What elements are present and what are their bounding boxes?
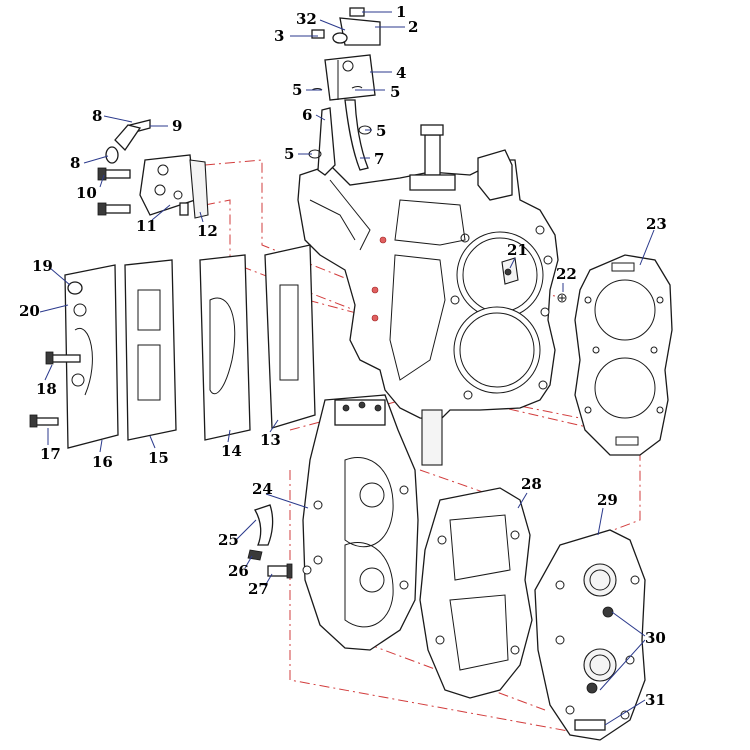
exhaust-cover-stack	[29, 244, 316, 449]
callout-26: 26	[228, 562, 249, 580]
cylinder-block	[297, 124, 559, 466]
leader-lines	[39, 11, 655, 726]
callout-19: 19	[32, 257, 53, 275]
callout-1: 1	[396, 3, 406, 21]
callout-16: 16	[92, 453, 113, 471]
callout-21: 21	[507, 241, 528, 259]
callout-25: 25	[218, 531, 239, 549]
callout-17: 17	[40, 445, 61, 463]
callout-18: 18	[36, 380, 57, 398]
callout-22: 22	[556, 265, 577, 283]
small-parts	[501, 257, 567, 303]
callout-23: 23	[646, 215, 667, 233]
callout-29: 29	[597, 491, 618, 509]
cylinder-head-24	[302, 394, 419, 651]
callout-12: 12	[197, 222, 218, 240]
callout-27: 27	[248, 580, 269, 598]
callout-8-a: 8	[92, 107, 102, 125]
callout-24: 24	[252, 480, 273, 498]
cylinder-head-cover-29	[534, 529, 646, 741]
callout-5-c: 5	[376, 122, 386, 140]
callout-10: 10	[76, 184, 97, 202]
callout-13: 13	[260, 431, 281, 449]
callout-28: 28	[521, 475, 542, 493]
callout-9: 9	[172, 117, 182, 135]
callout-11: 11	[136, 217, 157, 235]
callout-8-b: 8	[70, 154, 80, 172]
callout-15: 15	[148, 449, 169, 467]
callout-7: 7	[374, 150, 384, 168]
callout-32: 32	[296, 10, 317, 28]
callout-4: 4	[396, 64, 406, 82]
callout-30: 30	[645, 629, 666, 647]
callout-31: 31	[645, 691, 666, 709]
callout-2: 2	[408, 18, 418, 36]
gasket-23	[574, 254, 673, 456]
callout-6: 6	[302, 106, 312, 124]
bracket-assembly	[97, 119, 209, 219]
gasket-28	[419, 487, 533, 699]
callout-5-a: 5	[292, 81, 302, 99]
callout-14: 14	[221, 442, 242, 460]
callout-5-d: 5	[284, 145, 294, 163]
callout-3: 3	[274, 27, 284, 45]
callout-5-b: 5	[390, 83, 400, 101]
hose-fittings	[247, 504, 312, 579]
thermostat-housing	[308, 7, 381, 176]
callout-20: 20	[19, 302, 40, 320]
callout-labels: 1 2 3 32 4 5 5 5 5 6 7 8 8 9 10 11 12 13…	[19, 3, 667, 709]
